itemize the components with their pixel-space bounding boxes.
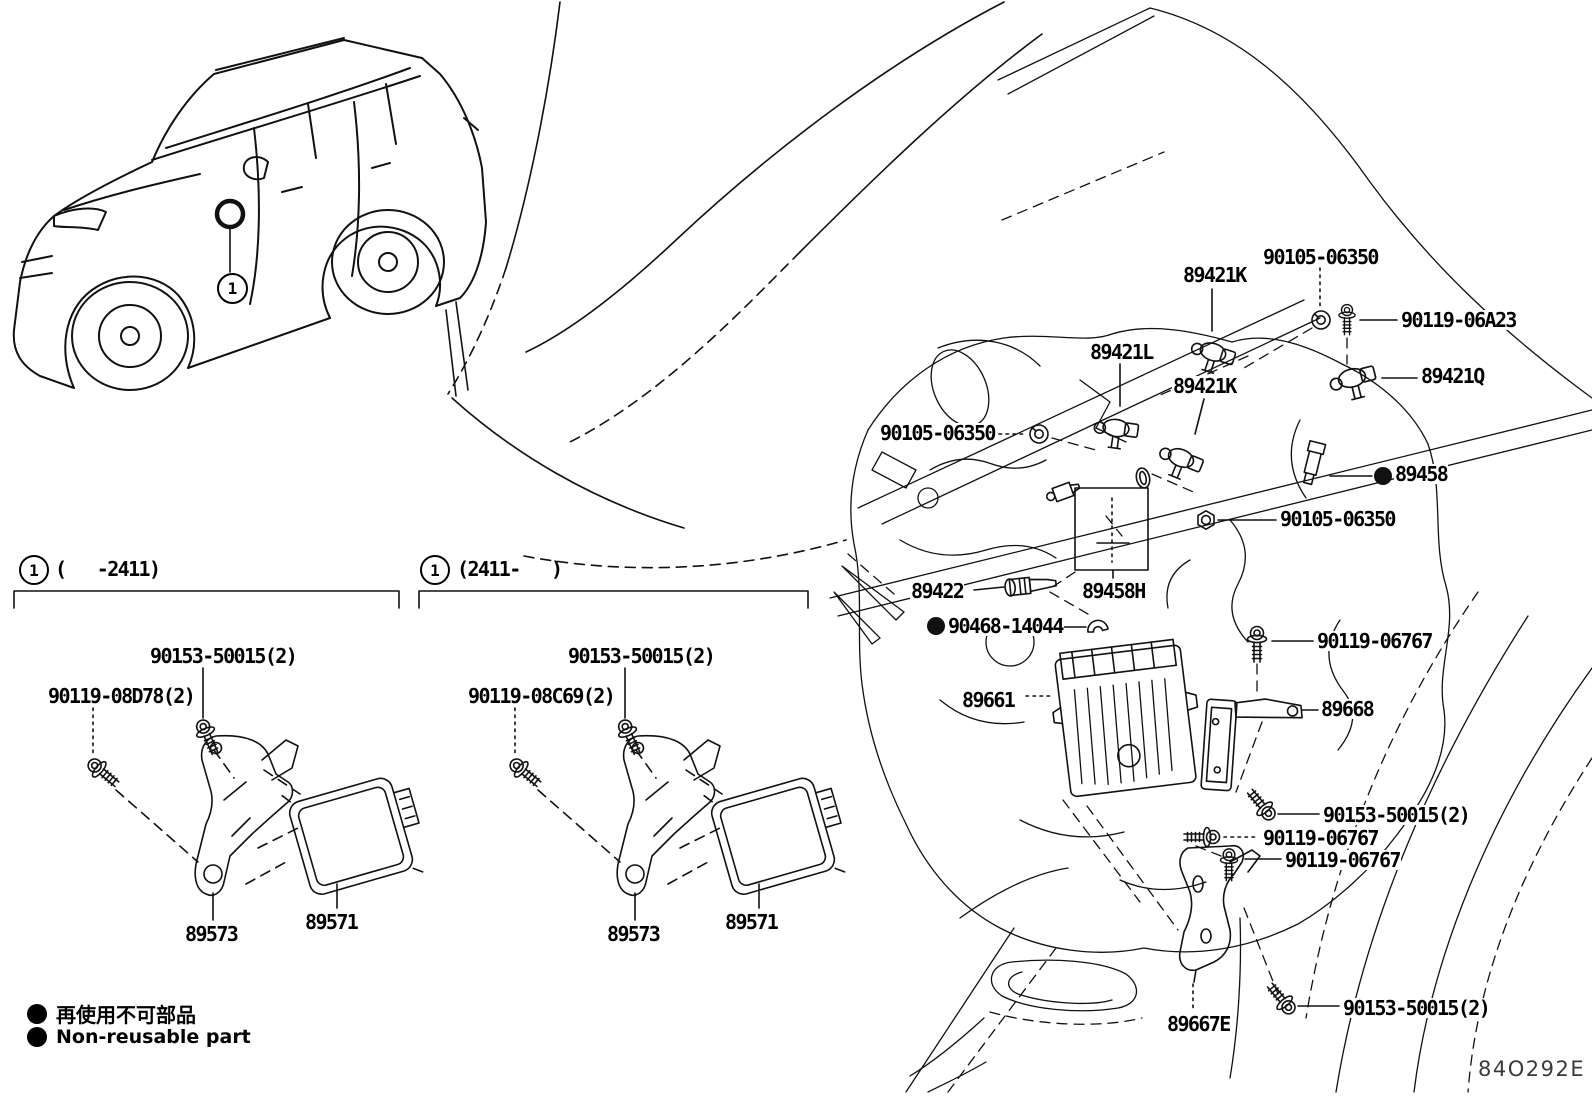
variant-a-callout-1: 1 [19, 555, 49, 585]
non-reusable-bullet-icon [927, 617, 945, 635]
variant-b-range: (2411- ) [457, 557, 563, 581]
part-label-90105-06350-right: 90105-06350 [1279, 507, 1396, 531]
part-label-89667E: 89667E [1166, 1012, 1231, 1036]
part-label-89458: 89458 [1394, 462, 1449, 486]
part-label-89421K-lower: 89421K [1172, 374, 1237, 398]
part-label-90119-06A23: 90119-06A23 [1400, 308, 1517, 332]
variant-brackets [13, 590, 809, 609]
part-label-90119-06767-mid: 90119-06767 [1262, 826, 1379, 850]
legend-item-en: Non-reusable part [27, 1026, 251, 1048]
non-reusable-bullet-icon [27, 1027, 47, 1047]
part-label-89668: 89668 [1320, 697, 1375, 721]
part-label-89458H: 89458H [1081, 579, 1146, 603]
variant-a-range: ( -2411) [55, 557, 161, 581]
part-label-90119-06767-upper: 90119-06767 [1316, 629, 1433, 653]
variant-b-callout-1: 1 [420, 555, 450, 585]
vehicle-callout-1: 1 [217, 273, 248, 304]
sensor-89458-icon [1302, 439, 1327, 486]
vehicle-drawing [12, 37, 487, 391]
legend-text-jp: 再使用不可部品 [56, 1003, 196, 1027]
o-ring-icon [1135, 467, 1151, 489]
part-label-90119-06767-lower: 90119-06767 [1284, 848, 1401, 872]
part-label-90153-50015-varA: 90153-50015(2) [149, 644, 298, 668]
part-label-89421L: 89421L [1089, 340, 1154, 364]
part-label-89573-varA: 89573 [184, 922, 239, 946]
part-label-90119-08C69-varB: 90119-08C69(2) [467, 684, 616, 708]
part-label-89421Q: 89421Q [1420, 364, 1485, 388]
bracket-89667E-drawing [1178, 844, 1261, 983]
detail-box-89458H [1074, 487, 1149, 571]
location-highlight-circle [214, 198, 246, 230]
part-label-90119-08D78-varA: 90119-08D78(2) [47, 684, 196, 708]
non-reusable-bullet-icon [1374, 467, 1392, 485]
part-label-89571-varA: 89571 [304, 910, 359, 934]
legend-item-jp: 再使用不可部品 [27, 999, 196, 1028]
subassembly-variant-a [82, 667, 424, 921]
part-label-90105-06350-top: 90105-06350 [1262, 245, 1379, 269]
engine-drawing [829, 7, 1592, 1093]
sensor-89422-icon [1004, 576, 1057, 597]
part-label-90468-14044: 90468-14044 [947, 614, 1064, 638]
part-label-90153-50015-varB: 90153-50015(2) [567, 644, 716, 668]
part-label-89661: 89661 [961, 688, 1016, 712]
sensor-small-icon [1045, 481, 1081, 503]
part-label-90153-50015-bottom: 90153-50015(2) [1342, 996, 1491, 1020]
part-label-90153-50015-mid: 90153-50015(2) [1322, 803, 1471, 827]
clip-90468-icon [1087, 619, 1109, 633]
legend-text-en: Non-reusable part [56, 1026, 251, 1048]
part-label-89571-varB: 89571 [724, 910, 779, 934]
leader-lines [973, 267, 1418, 1011]
part-label-89421K-upper: 89421K [1182, 263, 1247, 287]
bracket-89668-drawing [1200, 698, 1303, 792]
part-label-89573-varB: 89573 [606, 922, 661, 946]
non-reusable-bullet-icon [27, 1003, 47, 1024]
engine-parts [927, 303, 1392, 1020]
part-label-89422: 89422 [910, 579, 965, 603]
diagram-code: 84O292E [1478, 1057, 1586, 1081]
part-label-90105-06350-left: 90105-06350 [879, 421, 996, 445]
fender-midground-drawing [445, 1, 1043, 569]
ecu-89661-drawing [1052, 638, 1199, 798]
